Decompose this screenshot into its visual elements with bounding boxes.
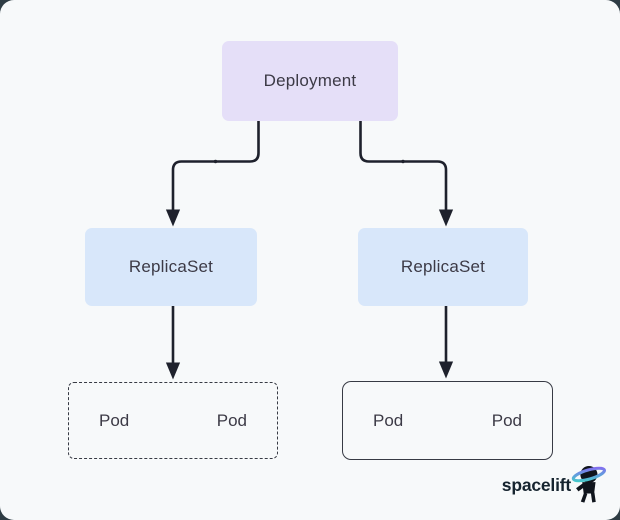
pod-group-left: Pod Pod	[68, 382, 278, 459]
spacelift-astronaut-icon	[571, 465, 606, 503]
deployment-node: Deployment	[222, 41, 398, 121]
replicaset-left-label: ReplicaSet	[128, 257, 214, 276]
pod-label: Pod	[373, 410, 404, 430]
pod-group-right: Pod Pod	[342, 381, 553, 460]
pod-label: Pod	[491, 410, 522, 430]
replicaset-right-label: ReplicaSet	[400, 257, 486, 276]
spacelift-logo: spacelift	[502, 463, 606, 509]
connector-replicaset-left-to-pods	[165, 306, 181, 380]
connector-replicaset-right-to-pods	[438, 306, 454, 379]
pod-label: Pod	[216, 410, 247, 430]
deployment-label: Deployment	[263, 71, 357, 90]
spacelift-logo-text: spacelift	[501, 474, 571, 495]
pod-label: Pod	[99, 410, 130, 430]
replicaset-node-left: ReplicaSet	[85, 228, 257, 306]
connector-deployment-to-replicaset-left	[165, 121, 260, 227]
replicaset-node-right: ReplicaSet	[358, 228, 528, 306]
connector-deployment-to-replicaset-right	[359, 121, 454, 227]
